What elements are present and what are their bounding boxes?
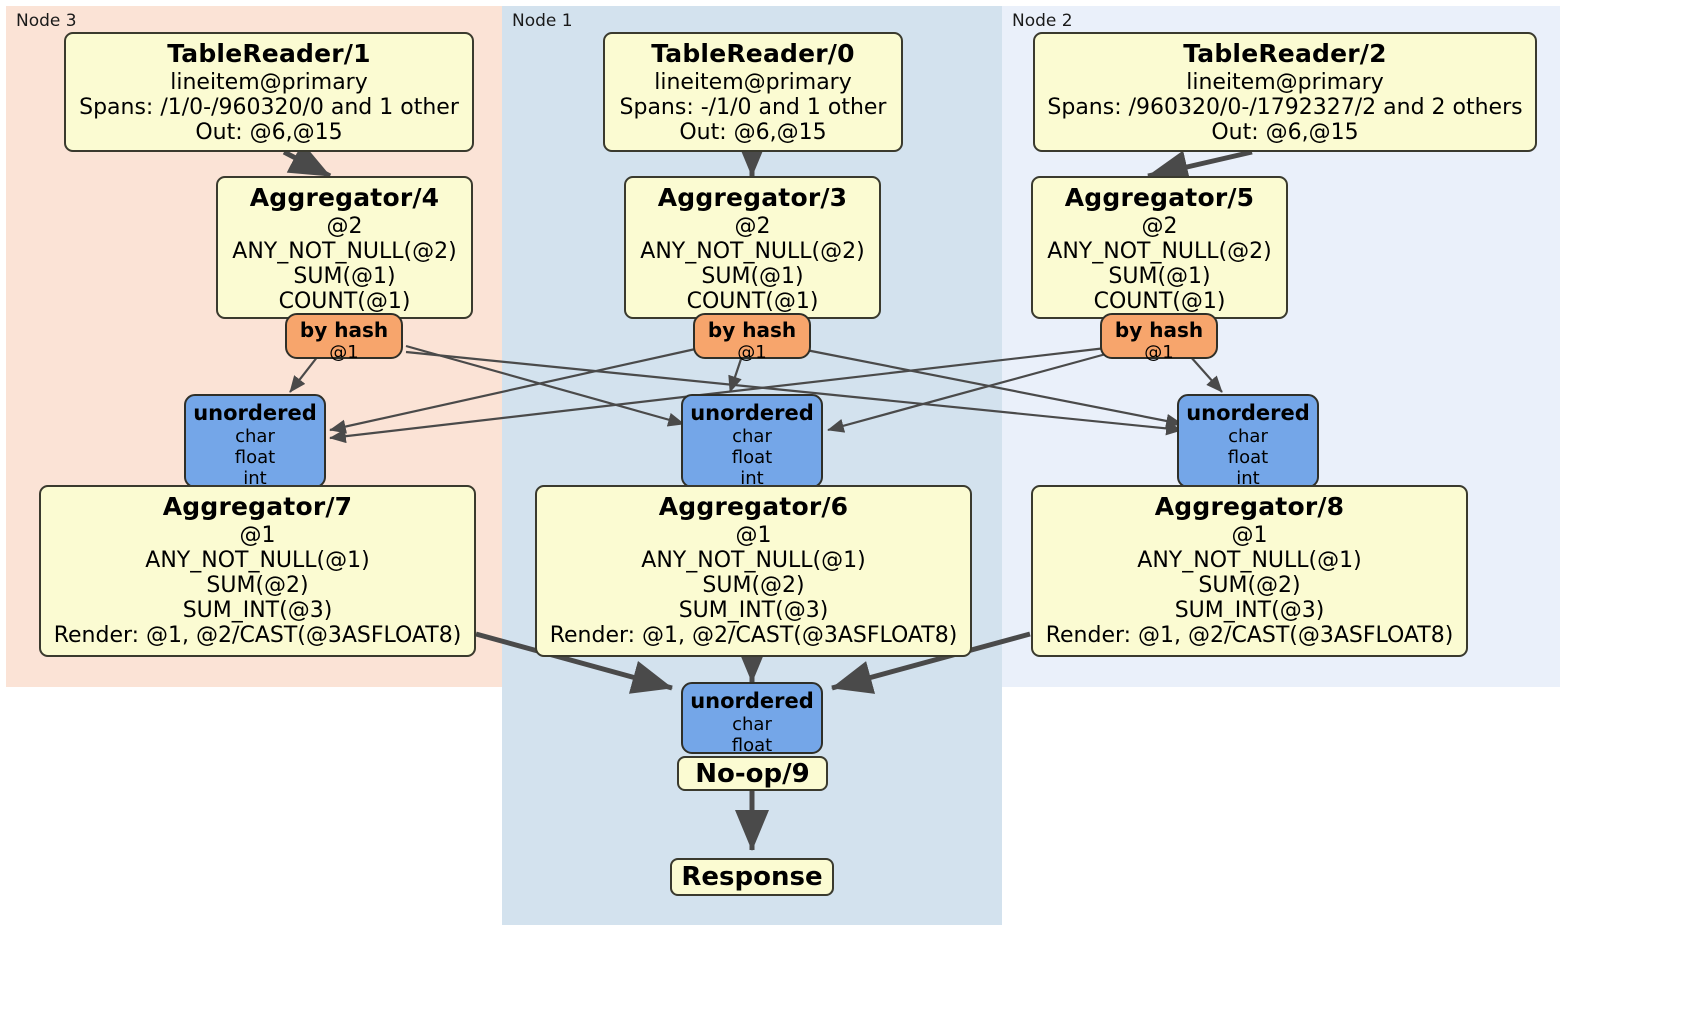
processor-title: Aggregator/6 bbox=[658, 492, 849, 521]
processor-table-reader-1[interactable]: TableReader/1 lineitem@primary Spans: /1… bbox=[64, 32, 474, 152]
processor-detail-line: @1 bbox=[1231, 523, 1268, 548]
router-detail-line: @1 bbox=[1144, 342, 1174, 363]
processor-detail-line: ANY_NOT_NULL(@1) bbox=[641, 548, 866, 573]
processor-title: No-op/9 bbox=[695, 758, 810, 789]
synchronizer-type-line: char bbox=[235, 426, 275, 447]
synchronizer-type-line: char bbox=[732, 426, 772, 447]
processor-aggregator-3[interactable]: Aggregator/3 @2 ANY_NOT_NULL(@2) SUM(@1)… bbox=[624, 176, 881, 319]
synchronizer-type-line: float bbox=[234, 447, 276, 468]
router-by-hash-aggregator-5[interactable]: by hash @1 bbox=[1100, 313, 1218, 363]
processor-detail-line: SUM_INT(@3) bbox=[1174, 598, 1325, 623]
synchronizer-title: unordered bbox=[193, 401, 317, 425]
processor-detail-line: lineitem@primary bbox=[654, 70, 852, 95]
processor-title: Response bbox=[681, 862, 823, 892]
synchronizer-type-line: int bbox=[1236, 468, 1260, 489]
synchronizer-title: unordered bbox=[690, 689, 814, 713]
router-detail-line: @1 bbox=[329, 342, 359, 363]
processor-detail-line: lineitem@primary bbox=[170, 70, 368, 95]
processor-detail-line: Out: @6,@15 bbox=[679, 120, 827, 145]
processor-detail-line: @1 bbox=[239, 523, 276, 548]
node-panel-label-node2: Node 2 bbox=[1012, 11, 1073, 31]
processor-aggregator-6[interactable]: Aggregator/6 @1 ANY_NOT_NULL(@1) SUM(@2)… bbox=[535, 485, 972, 657]
synchronizer-type-line: float bbox=[1227, 447, 1269, 468]
processor-detail-line: @2 bbox=[734, 214, 771, 239]
processor-detail-line: Spans: -/1/0 and 1 other bbox=[619, 95, 887, 120]
processor-title: TableReader/1 bbox=[167, 39, 371, 68]
processor-detail-line: ANY_NOT_NULL(@1) bbox=[1137, 548, 1362, 573]
processor-detail-line: COUNT(@1) bbox=[278, 289, 411, 314]
router-by-hash-aggregator-3[interactable]: by hash @1 bbox=[693, 313, 811, 363]
processor-table-reader-0[interactable]: TableReader/0 lineitem@primary Spans: -/… bbox=[603, 32, 903, 152]
processor-aggregator-7[interactable]: Aggregator/7 @1 ANY_NOT_NULL(@1) SUM(@2)… bbox=[39, 485, 476, 657]
processor-detail-line: @2 bbox=[1141, 214, 1178, 239]
synchronizer-type-line: char bbox=[1228, 426, 1268, 447]
synchronizer-type-line: float bbox=[731, 735, 773, 756]
processor-detail-line: @2 bbox=[326, 214, 363, 239]
processor-detail-line: SUM(@1) bbox=[701, 264, 804, 289]
processor-aggregator-4[interactable]: Aggregator/4 @2 ANY_NOT_NULL(@2) SUM(@1)… bbox=[216, 176, 473, 319]
processor-detail-line: Out: @6,@15 bbox=[1211, 120, 1359, 145]
processor-title: Aggregator/5 bbox=[1064, 183, 1255, 212]
processor-detail-line: SUM_INT(@3) bbox=[182, 598, 333, 623]
processor-detail-line: lineitem@primary bbox=[1186, 70, 1384, 95]
processor-title: TableReader/0 bbox=[651, 39, 855, 68]
synchronizer-unordered-final[interactable]: unordered char float bbox=[681, 682, 823, 756]
processor-detail-line: SUM(@2) bbox=[1198, 573, 1301, 598]
processor-title: Aggregator/3 bbox=[657, 183, 848, 212]
router-title: by hash bbox=[299, 318, 389, 342]
node-panel-label-node3: Node 3 bbox=[16, 11, 77, 31]
processor-detail-line: ANY_NOT_NULL(@2) bbox=[1047, 239, 1272, 264]
processor-noop-9[interactable]: No-op/9 bbox=[677, 756, 828, 791]
synchronizer-title: unordered bbox=[1186, 401, 1310, 425]
processor-title: TableReader/2 bbox=[1183, 39, 1387, 68]
processor-detail-line: Out: @6,@15 bbox=[195, 120, 343, 145]
synchronizer-unordered-aggregator-6[interactable]: unordered char float int bbox=[681, 394, 823, 489]
processor-detail-line: COUNT(@1) bbox=[1093, 289, 1226, 314]
processor-detail-line: SUM(@2) bbox=[702, 573, 805, 598]
processor-title: Aggregator/7 bbox=[162, 492, 353, 521]
processor-table-reader-2[interactable]: TableReader/2 lineitem@primary Spans: /9… bbox=[1033, 32, 1537, 152]
processor-detail-line: SUM_INT(@3) bbox=[678, 598, 829, 623]
synchronizer-type-line: int bbox=[243, 468, 267, 489]
processor-detail-line: SUM(@2) bbox=[206, 573, 309, 598]
synchronizer-type-line: int bbox=[740, 468, 764, 489]
processor-detail-line: @1 bbox=[735, 523, 772, 548]
processor-detail-line: ANY_NOT_NULL(@2) bbox=[232, 239, 457, 264]
processor-render-line: Render: @1, @2/CAST(@3ASFLOAT8) bbox=[549, 623, 958, 648]
processor-response[interactable]: Response bbox=[670, 858, 834, 896]
processor-aggregator-5[interactable]: Aggregator/5 @2 ANY_NOT_NULL(@2) SUM(@1)… bbox=[1031, 176, 1288, 319]
processor-detail-line: ANY_NOT_NULL(@2) bbox=[640, 239, 865, 264]
synchronizer-type-line: float bbox=[731, 447, 773, 468]
router-detail-line: @1 bbox=[737, 342, 767, 363]
processor-title: Aggregator/4 bbox=[249, 183, 440, 212]
processor-render-line: Render: @1, @2/CAST(@3ASFLOAT8) bbox=[53, 623, 462, 648]
router-title: by hash bbox=[1114, 318, 1204, 342]
synchronizer-title: unordered bbox=[690, 401, 814, 425]
synchronizer-type-line: char bbox=[732, 714, 772, 735]
processor-title: Aggregator/8 bbox=[1154, 492, 1345, 521]
processor-detail-line: Spans: /1/0-/960320/0 and 1 other bbox=[79, 95, 459, 120]
processor-detail-line: SUM(@1) bbox=[293, 264, 396, 289]
router-by-hash-aggregator-4[interactable]: by hash @1 bbox=[285, 313, 403, 363]
processor-detail-line: ANY_NOT_NULL(@1) bbox=[145, 548, 370, 573]
processor-detail-line: Spans: /960320/0-/1792327/2 and 2 others bbox=[1047, 95, 1523, 120]
processor-render-line: Render: @1, @2/CAST(@3ASFLOAT8) bbox=[1045, 623, 1454, 648]
node-panel-label-node1: Node 1 bbox=[512, 11, 573, 31]
processor-detail-line: COUNT(@1) bbox=[686, 289, 819, 314]
synchronizer-unordered-aggregator-8[interactable]: unordered char float int bbox=[1177, 394, 1319, 489]
processor-detail-line: SUM(@1) bbox=[1108, 264, 1211, 289]
synchronizer-unordered-aggregator-7[interactable]: unordered char float int bbox=[184, 394, 326, 489]
processor-aggregator-8[interactable]: Aggregator/8 @1 ANY_NOT_NULL(@1) SUM(@2)… bbox=[1031, 485, 1468, 657]
router-title: by hash bbox=[707, 318, 797, 342]
